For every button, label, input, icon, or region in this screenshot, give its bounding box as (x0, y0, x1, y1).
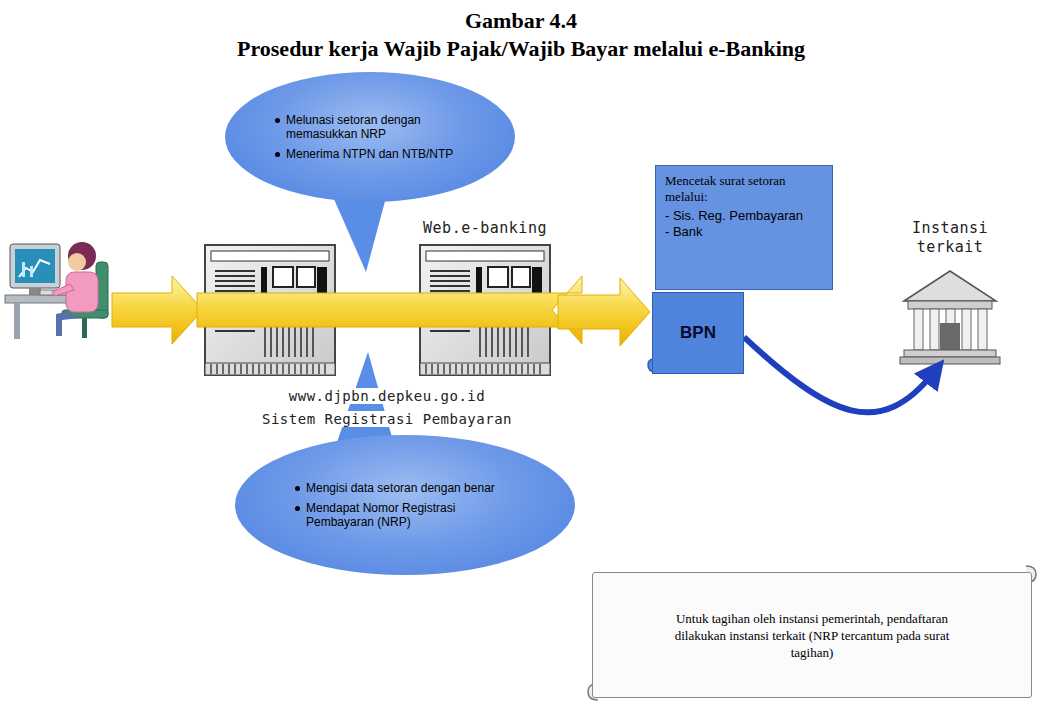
bullet-dot (275, 152, 280, 157)
building-icon (900, 271, 1000, 364)
bullet-row: Melunasi setoran dengan memasukkan NRP (275, 113, 465, 141)
bullet-dot (275, 118, 280, 123)
bullet-dot (295, 506, 300, 511)
bpn-label: BPN (680, 323, 716, 343)
bubble-item: Mendapat Nomor Registrasi Pembayaran (NR… (306, 501, 515, 529)
bubble-item: Melunasi setoran dengan memasukkan NRP (286, 113, 465, 141)
panel-item: - Sis. Reg. Pembayaran (665, 208, 823, 224)
bpn-box: BPN (652, 292, 744, 374)
note-text: Untuk tagihan oleh instansi pemerintah, … (671, 610, 953, 661)
bubble-item: Mengisi data setoran dengan benar (306, 481, 495, 495)
server-label: Web.e-banking (420, 219, 550, 237)
flow-arrow (112, 276, 203, 344)
figure-subtitle: Prosedur kerja Wajib Pajak/Wajib Bayar m… (0, 36, 1042, 62)
agency-label: Instansi terkait (899, 219, 1001, 257)
bullet-dot (295, 486, 300, 491)
panel-heading: Mencetak surat setoran melalui: (665, 173, 823, 205)
bubble-tail (330, 190, 388, 272)
bullet-row: Mendapat Nomor Registrasi Pembayaran (NR… (295, 501, 515, 529)
flow-arrow (197, 276, 582, 344)
bullet-row: Menerima NTPN dan NTB/NTP (275, 147, 465, 161)
panel-item: - Bank (665, 224, 823, 240)
bubble-item: Menerima NTPN dan NTB/NTP (286, 147, 453, 161)
speech-bubble: Melunasi setoran dengan memasukkan NRP Me… (225, 72, 515, 202)
server-node: www.djpbn.depkeu.go.idSistem Registrasi … (205, 245, 519, 375)
flow-arrow (558, 278, 650, 346)
speech-bubble: Mengisi data setoran dengan benarMendapa… (235, 435, 575, 575)
agency-node: Instansi terkait (900, 265, 1000, 365)
system-label: Sistem Registrasi Pembayaran (259, 411, 515, 427)
person-at-computer (5, 242, 108, 339)
note-scroll: Untuk tagihan oleh instansi pemerintah, … (592, 572, 1032, 698)
url-label: www.djpbn.depkeu.go.id (286, 388, 488, 404)
server-node: Web.e-banking (420, 245, 550, 375)
bullet-row: Mengisi data setoran dengan benar (295, 481, 515, 495)
figure-title: Gambar 4.4 (0, 8, 1042, 34)
print-panel: Mencetak surat setoran melalui: - Sis. Re… (655, 165, 833, 290)
return-arrow (744, 337, 935, 412)
